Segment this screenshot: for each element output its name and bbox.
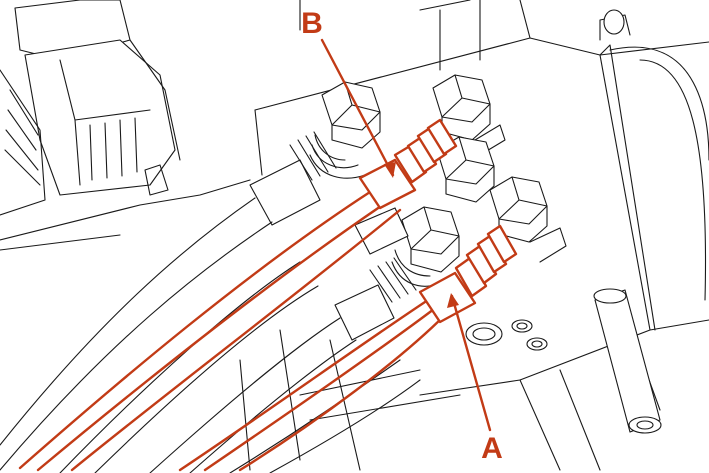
right-cylinder [593,9,709,434]
lower-frame [239,329,601,471]
fitting-nut-5 [391,206,460,287]
manifold-plate [254,0,656,396]
hose-fittings [249,131,417,341]
callout-a-leader [450,294,492,432]
collar-b [358,118,458,210]
callout-b-label: B [301,7,323,40]
callout-b-arrowhead [384,162,396,178]
callout-b-leader [320,38,395,177]
highlighted-parts [18,38,518,472]
fitting-nut-4 [489,176,567,263]
fitting-nut-2 [432,74,506,156]
left-valve-body [0,0,251,251]
highlighted-hoses [18,190,448,472]
collar-a [418,224,518,324]
callout-a-label: A [481,432,503,465]
fitting-nuts [309,74,567,287]
callout-a-arrowhead [447,293,459,308]
